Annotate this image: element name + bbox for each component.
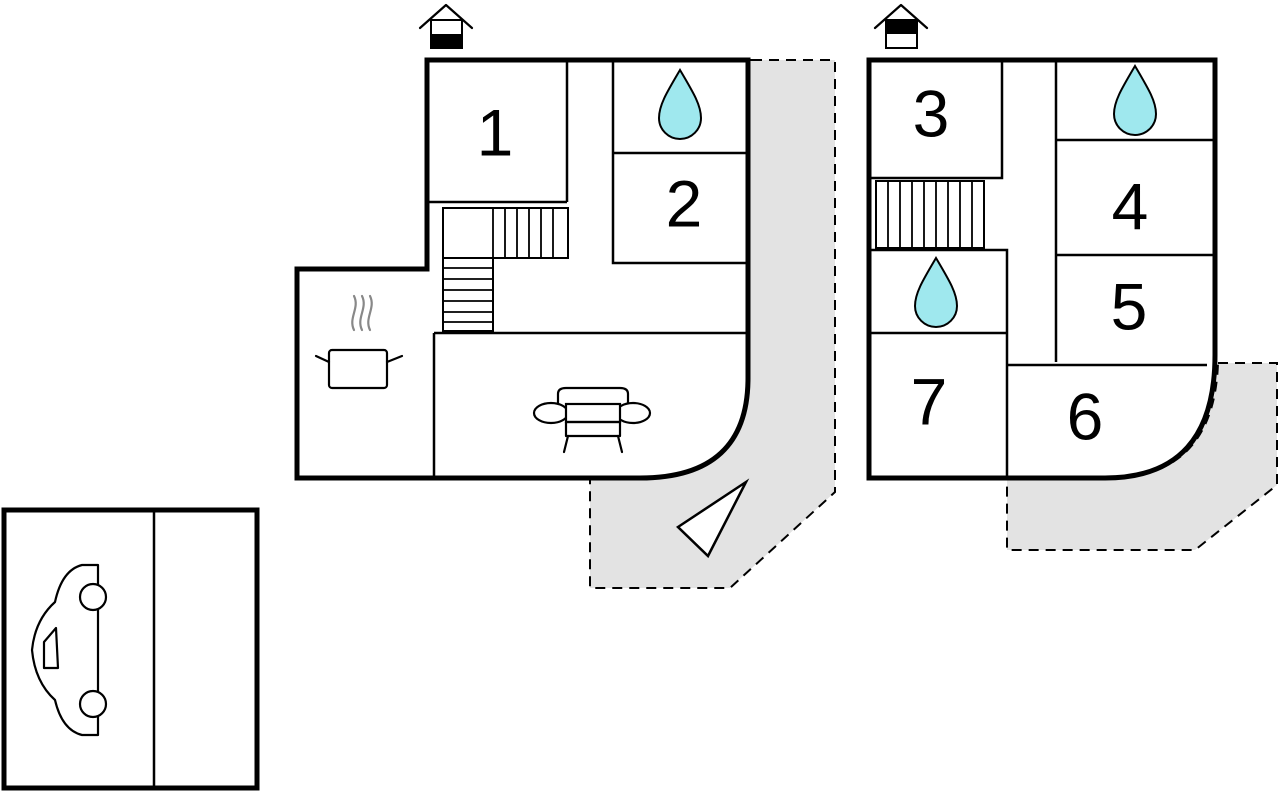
car-icon bbox=[30, 563, 108, 737]
interior-walls bbox=[427, 60, 748, 478]
room-number-3: 3 bbox=[913, 76, 950, 150]
floor-plan-right: 3 4 5 6 7 bbox=[866, 3, 1278, 551]
room-number-6: 6 bbox=[1067, 379, 1104, 453]
room-number-1: 1 bbox=[477, 95, 514, 169]
entrance-icon bbox=[873, 3, 929, 49]
exterior-wall bbox=[294, 57, 751, 481]
floor-plan-left: 1 2 bbox=[294, 3, 836, 589]
kitchen-pot-icon bbox=[314, 294, 404, 390]
terrace bbox=[1006, 362, 1278, 551]
room-number-4: 4 bbox=[1112, 169, 1149, 243]
stairs-icon bbox=[875, 180, 985, 249]
entrance-icon bbox=[418, 3, 474, 49]
room-number-2: 2 bbox=[666, 166, 703, 240]
room-number-7: 7 bbox=[911, 364, 948, 438]
living-sofa-icon bbox=[532, 386, 652, 454]
garage bbox=[1, 507, 260, 791]
interior-walls bbox=[869, 60, 1215, 478]
bathroom-drop-icon bbox=[913, 256, 959, 328]
room-number-5: 5 bbox=[1111, 269, 1148, 343]
compass-north-arrow-icon bbox=[676, 478, 750, 559]
bathroom-drop-icon bbox=[1112, 64, 1158, 136]
stairs-icon bbox=[442, 207, 569, 332]
exterior-wall bbox=[866, 57, 1218, 481]
bathroom-drop-icon bbox=[657, 68, 703, 140]
